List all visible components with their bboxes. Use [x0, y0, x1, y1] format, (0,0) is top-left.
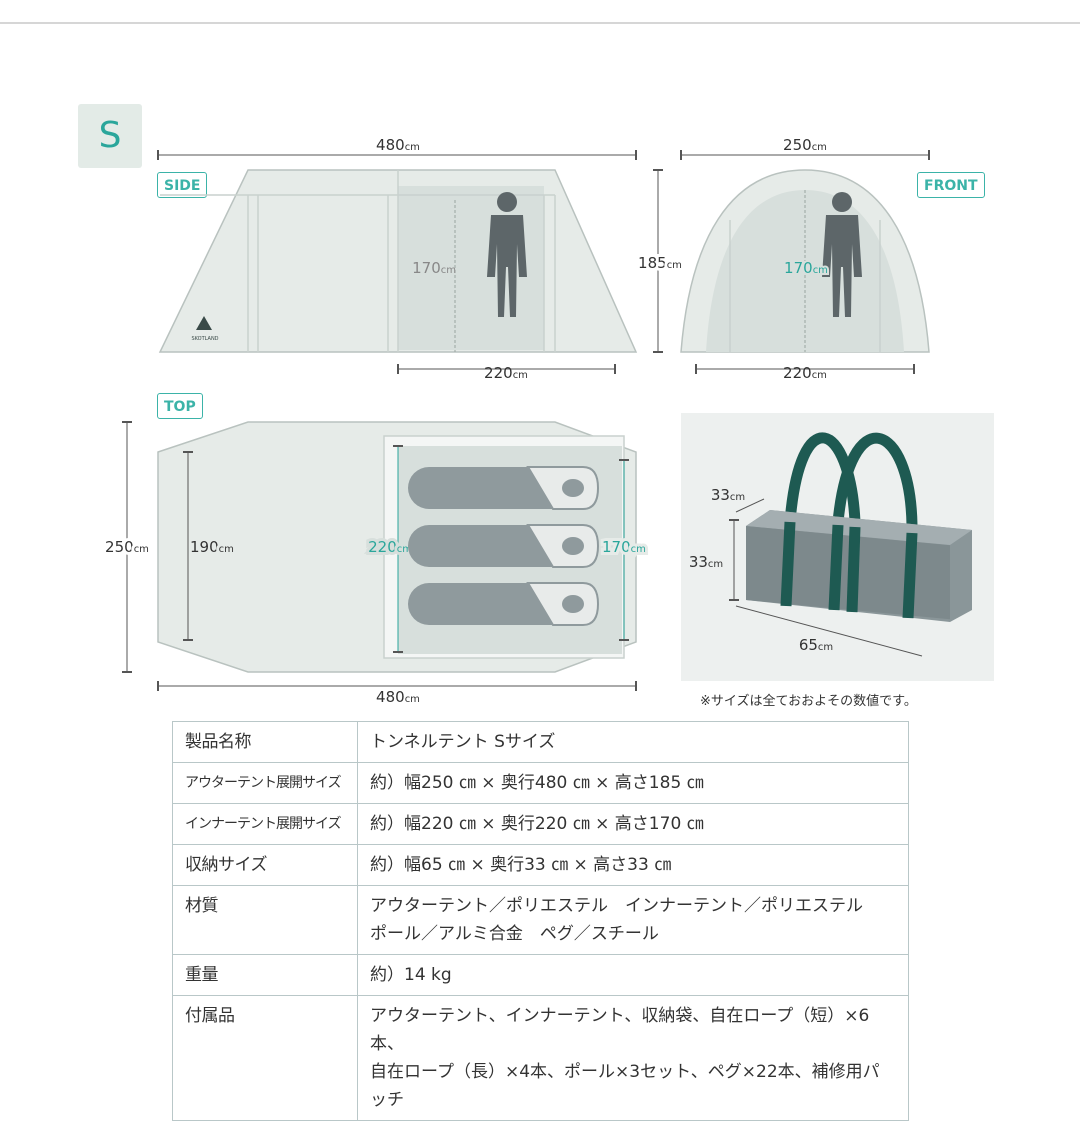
top-length-unit: cm: [405, 694, 420, 705]
svg-text:170cm: 170cm: [412, 259, 456, 277]
svg-text:190cm: 190cm: [190, 538, 234, 556]
table-row: 付属品 アウターテント、インナーテント、収納袋、自在ロープ（短）×6本、自在ロー…: [172, 995, 909, 1121]
spec-key: 材質: [172, 885, 358, 955]
spec-value: 約）幅250 ㎝ × 奥行480 ㎝ × 高さ185 ㎝: [357, 762, 909, 804]
front-height-unit: cm: [667, 260, 682, 271]
side-person-height-unit: cm: [441, 265, 456, 276]
spec-key: 製品名称: [172, 721, 358, 763]
storage-bag-illustration: 33cm 33cm 65cm: [681, 413, 994, 681]
brand-logo: SKOTLAND: [191, 316, 219, 342]
spec-value: 約）幅220 ㎝ × 奥行220 ㎝ × 高さ170 ㎝: [357, 803, 909, 845]
spec-table: 製品名称 トンネルテント Sサイズ アウターテント展開サイズ 約）幅250 ㎝ …: [172, 721, 909, 1121]
table-row: 収納サイズ 約）幅65 ㎝ × 奥行33 ㎝ × 高さ33 ㎝: [172, 844, 909, 886]
front-width-value: 250: [783, 136, 812, 154]
bag-height-value: 33: [689, 553, 708, 571]
svg-text:170cm: 170cm: [602, 538, 646, 556]
front-person-height-unit: cm: [813, 265, 828, 276]
spec-value: アウターテント、インナーテント、収納袋、自在ロープ（短）×6本、自在ロープ（長）…: [357, 995, 909, 1121]
side-person-height-value: 170: [412, 259, 441, 277]
front-width-unit: cm: [812, 142, 827, 153]
top-divider: [0, 22, 1080, 24]
spec-key: 付属品: [172, 995, 358, 1121]
bag-length-unit: cm: [818, 642, 833, 653]
top-inner-mark-unit: cm: [631, 544, 646, 555]
svg-text:65cm: 65cm: [799, 636, 833, 654]
svg-text:480cm: 480cm: [376, 136, 420, 154]
front-inner-width-value: 220: [783, 364, 812, 382]
front-person-height-value: 170: [784, 259, 813, 277]
tent-diagrams: 480cm 170cm SKOTLAND 220cm 250cm 185cm 1…: [102, 136, 994, 706]
spec-value: トンネルテント Sサイズ: [357, 721, 909, 763]
spec-key: インナーテント展開サイズ: [172, 803, 358, 845]
spec-value: アウターテント／ポリエステル インナーテント／ポリエステルポール／アルミ合金 ペ…: [357, 885, 909, 955]
svg-text:480cm: 480cm: [376, 688, 420, 706]
svg-text:SKOTLAND: SKOTLAND: [191, 336, 218, 342]
front-view: 250cm 185cm 170cm 220cm: [635, 136, 930, 382]
top-view-label: TOP: [157, 393, 203, 419]
side-inner-length-unit: cm: [513, 370, 528, 381]
svg-text:185cm: 185cm: [638, 254, 682, 272]
side-length-unit: cm: [405, 142, 420, 153]
table-row: 材質 アウターテント／ポリエステル インナーテント／ポリエステルポール／アルミ合…: [172, 885, 909, 955]
bag-depth-value: 33: [711, 486, 730, 504]
svg-text:220cm: 220cm: [484, 364, 528, 382]
svg-text:250cm: 250cm: [783, 136, 827, 154]
size-disclaimer: ※サイズは全ておおよその数値です。: [700, 694, 917, 709]
table-row: 重量 約）14 kg: [172, 954, 909, 996]
spec-key: 収納サイズ: [172, 844, 358, 886]
svg-text:220cm: 220cm: [368, 538, 412, 556]
bag-length-value: 65: [799, 636, 818, 654]
spec-key: アウターテント展開サイズ: [172, 762, 358, 804]
bag-height-unit: cm: [708, 559, 723, 570]
top-inner-mark-value: 170: [602, 538, 631, 556]
svg-text:250cm: 250cm: [105, 538, 149, 556]
sleeping-bag-icon: [407, 466, 599, 510]
side-length-value: 480: [376, 136, 405, 154]
front-view-label: FRONT: [917, 172, 985, 198]
svg-text:33cm: 33cm: [711, 486, 745, 504]
svg-text:170cm: 170cm: [784, 259, 828, 277]
top-width-unit: cm: [134, 544, 149, 555]
table-row: インナーテント展開サイズ 約）幅220 ㎝ × 奥行220 ㎝ × 高さ170 …: [172, 803, 909, 845]
side-view: 480cm 170cm SKOTLAND 220cm: [157, 136, 638, 382]
top-length-value: 480: [376, 688, 405, 706]
sleeping-bag-icon: [407, 582, 599, 626]
spec-value: 約）幅65 ㎝ × 奥行33 ㎝ × 高さ33 ㎝: [357, 844, 909, 886]
front-inner-width-unit: cm: [812, 370, 827, 381]
top-inner-depth-unit: cm: [219, 544, 234, 555]
table-row: アウターテント展開サイズ 約）幅250 ㎝ × 奥行480 ㎝ × 高さ185 …: [172, 762, 909, 804]
top-inner-depth-value: 190: [190, 538, 219, 556]
spec-key: 重量: [172, 954, 358, 996]
sleeping-bag-icon: [407, 524, 599, 568]
size-badge: S: [78, 104, 142, 168]
top-inner-width-value: 220: [368, 538, 397, 556]
svg-text:220cm: 220cm: [783, 364, 827, 382]
spec-value: 約）14 kg: [357, 954, 909, 996]
svg-text:33cm: 33cm: [689, 553, 723, 571]
front-height-value: 185: [638, 254, 667, 272]
side-view-label: SIDE: [157, 172, 208, 198]
bag-depth-unit: cm: [730, 492, 745, 503]
top-view: 250cm 190cm 220cm 170cm 480cm: [102, 421, 649, 706]
table-row: 製品名称 トンネルテント Sサイズ: [172, 721, 909, 763]
side-inner-length-value: 220: [484, 364, 513, 382]
top-width-value: 250: [105, 538, 134, 556]
